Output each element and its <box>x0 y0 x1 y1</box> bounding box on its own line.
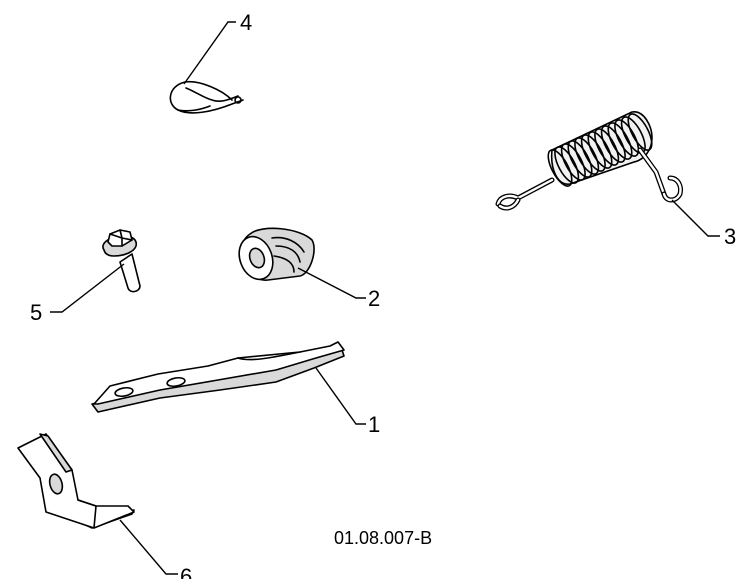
spring-coil <box>567 140 593 178</box>
spring-coil <box>600 125 626 163</box>
extension-spring-part-3 <box>495 111 683 211</box>
spring-coil <box>607 122 633 160</box>
leader-line-1 <box>315 367 366 425</box>
leader-line-2 <box>297 267 366 299</box>
spring-coil <box>580 134 606 172</box>
callout-5: 5 <box>30 300 42 325</box>
spring-coil <box>547 149 573 187</box>
callout-6: 6 <box>180 564 192 579</box>
drawing-id: 01.08.007-B <box>334 528 432 548</box>
leader-line-6 <box>119 519 178 575</box>
spring-coil <box>594 128 620 166</box>
leader-line-4 <box>183 21 236 85</box>
spring-coil <box>560 143 586 181</box>
spring-coil <box>574 137 600 175</box>
spring-coil <box>627 113 653 151</box>
flat-bracket-part-1 <box>91 341 345 413</box>
callout-1: 1 <box>368 412 380 437</box>
hairpin-clip-part-4 <box>169 80 244 114</box>
bushing-part-2 <box>238 227 315 281</box>
flange-bolt-part-5 <box>102 229 141 293</box>
leader-line-3 <box>671 199 720 237</box>
angle-bracket-part-6 <box>17 433 135 529</box>
leader-line-5 <box>50 263 125 313</box>
spring-coil <box>554 146 580 184</box>
callout-3: 3 <box>724 224 736 249</box>
spring-coil <box>614 119 640 157</box>
spring-coil <box>587 131 613 169</box>
callout-2: 2 <box>368 286 380 311</box>
callout-4: 4 <box>240 10 252 35</box>
